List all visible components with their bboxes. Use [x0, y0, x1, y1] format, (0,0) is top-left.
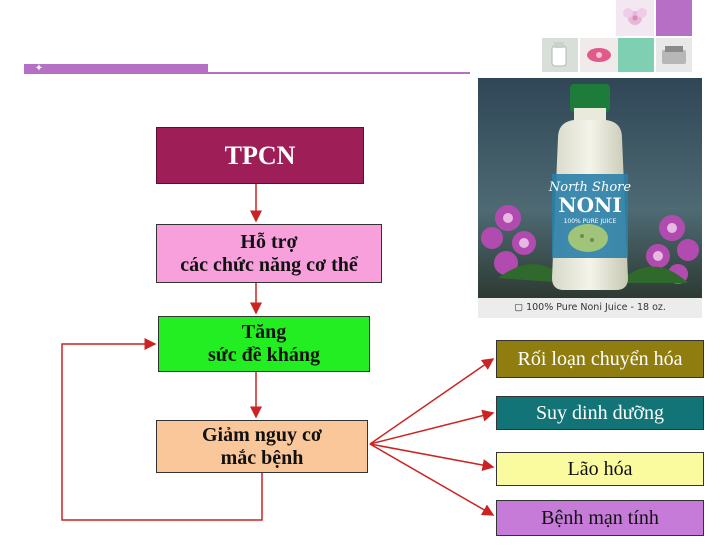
- diamond-icon: ✦: [34, 63, 44, 74]
- arrow-to-malnutrition: [369, 409, 495, 445]
- node-boost-line1: Tăng: [241, 321, 287, 343]
- node-boost-immunity: Tăng sức đề kháng: [158, 316, 370, 372]
- green-tile: [618, 38, 654, 72]
- bottle-name-text: NONI: [558, 193, 621, 217]
- header-accent-bar: [24, 64, 208, 74]
- arrow-to-metabolic: [369, 358, 495, 445]
- node-reduce-line1: Giảm nguy cơ: [202, 423, 322, 446]
- photo-caption: ▢ 100% Pure Noni Juice - 18 oz.: [478, 298, 702, 318]
- camera-icon: ▢: [514, 302, 527, 313]
- node-reduce-line2: mắc bệnh: [220, 446, 304, 469]
- node-support-line2: các chức năng cơ thể: [180, 253, 358, 276]
- outcome-chronic-disease: Bệnh mạn tính: [496, 500, 704, 536]
- outcome-4-label: Bệnh mạn tính: [541, 506, 659, 529]
- device-tile: [656, 38, 692, 72]
- bottle-sub-text: 100% PURE JUICE: [564, 218, 617, 225]
- purple-tile: [656, 0, 692, 36]
- node-tpcn-label: TPCN: [224, 140, 296, 170]
- arrow-to-chronic: [369, 443, 495, 516]
- arrow-to-aging: [369, 443, 495, 471]
- flower-tile: [580, 38, 618, 72]
- outcome-metabolic-disorder: Rối loạn chuyển hóa: [496, 340, 704, 378]
- product-photo: North Shore NONI 100% PURE JUICE ▢ 100% …: [478, 78, 702, 318]
- photo-caption-text: 100% Pure Noni Juice - 18 oz.: [526, 302, 666, 313]
- orchid-tile: [616, 0, 654, 36]
- node-support-line1: Hỗ trợ: [240, 230, 298, 253]
- bottle-tile: [542, 38, 578, 72]
- node-reduce-risk: Giảm nguy cơ mắc bệnh: [156, 420, 368, 473]
- outcome-1-label: Rối loạn chuyển hóa: [517, 347, 683, 370]
- outcome-aging: Lão hóa: [496, 452, 704, 486]
- arrow-feedback-loop: [61, 338, 263, 521]
- header-accent-line: [208, 72, 470, 74]
- outcome-malnutrition: Suy dinh dưỡng: [496, 396, 704, 430]
- outcome-3-label: Lão hóa: [567, 457, 633, 480]
- node-support: Hỗ trợ các chức năng cơ thể: [156, 224, 382, 283]
- outcome-2-label: Suy dinh dưỡng: [535, 401, 665, 424]
- noni-bottle-illustration: North Shore NONI 100% PURE JUICE: [478, 78, 702, 298]
- node-tpcn: TPCN: [156, 127, 364, 184]
- bottle-brand-text: North Shore: [548, 180, 631, 195]
- node-boost-line2: sức đề kháng: [207, 344, 321, 366]
